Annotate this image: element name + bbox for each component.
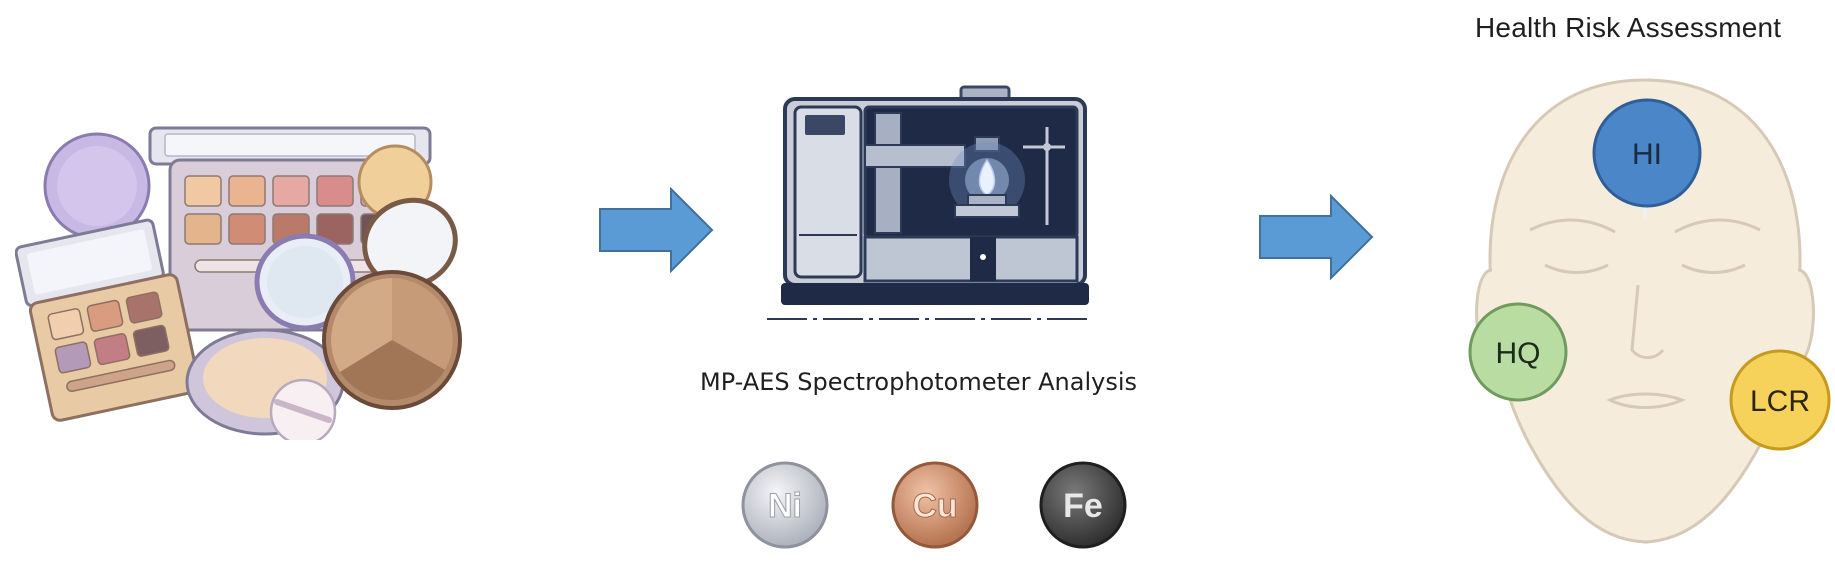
- risk-index-lcr-label: LCR: [1750, 385, 1810, 418]
- risk-index-hi: HI: [1592, 98, 1702, 208]
- machine-caption: MP-AES Spectrophotometer Analysis: [700, 368, 1138, 396]
- element-coin-fe: Fe: [1039, 461, 1127, 549]
- element-symbol-cu: Cu: [912, 487, 957, 525]
- cosmetics-illustration: [15, 126, 462, 440]
- face-outline: HI HQ LCR: [1468, 78, 1831, 544]
- risk-index-hq-label: HQ: [1496, 337, 1541, 370]
- arrow-right-2: [1259, 194, 1374, 280]
- element-symbol-fe: Fe: [1063, 487, 1103, 525]
- spectrophotometer-machine: [767, 85, 1093, 320]
- diagram-title: Health Risk Assessment: [1475, 12, 1782, 43]
- risk-index-hi-label: HI: [1632, 138, 1662, 171]
- element-coins: Ni Cu Fe: [741, 461, 1127, 549]
- risk-index-lcr: LCR: [1729, 349, 1831, 451]
- element-symbol-ni: Ni: [768, 487, 802, 525]
- element-coin-ni: Ni: [741, 461, 829, 549]
- element-coin-cu: Cu: [891, 461, 979, 549]
- risk-index-hq: HQ: [1468, 302, 1568, 402]
- arrow-right-1: [599, 187, 714, 273]
